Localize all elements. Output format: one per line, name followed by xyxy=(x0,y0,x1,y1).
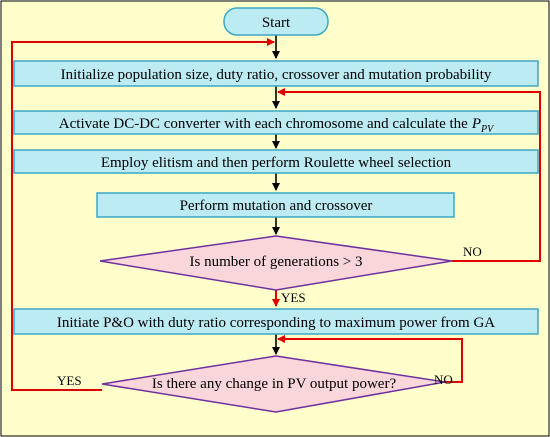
mutation-node: Perform mutation and crossover xyxy=(96,192,455,218)
generations-decision-node: Is number of generations > 3 xyxy=(99,235,453,291)
start-label: Start xyxy=(262,15,291,31)
start-node: Start xyxy=(223,7,329,36)
change-decision-node: Is there any change in PV output power? xyxy=(101,355,446,413)
activate-text: Activate DC-DC converter with each chrom… xyxy=(59,116,468,132)
change-no-label: NO xyxy=(434,372,453,387)
elitism-label: Employ elitism and then perform Roulette… xyxy=(101,155,452,171)
elitism-node: Employ elitism and then perform Roulette… xyxy=(13,149,539,174)
mutation-label: Perform mutation and crossover xyxy=(180,198,373,214)
activate-node: Activate DC-DC converter with each chrom… xyxy=(13,110,539,135)
arrow-change-yes-loop xyxy=(11,38,275,391)
generations-yes-label: YES xyxy=(281,290,306,305)
initialize-label: Initialize population size, duty ratio, … xyxy=(61,67,492,83)
activate-label: Activate DC-DC converter with each chrom… xyxy=(59,116,495,135)
po-label: Initiate P&O with duty ratio correspondi… xyxy=(57,315,495,331)
generations-decision-label: Is number of generations > 3 xyxy=(190,254,363,270)
loop-arrows xyxy=(11,38,541,391)
po-node: Initiate P&O with duty ratio correspondi… xyxy=(13,308,539,335)
change-yes-label: YES xyxy=(57,373,82,388)
activate-symbol: P xyxy=(471,116,481,132)
activate-subscript: PV xyxy=(480,124,495,135)
arrow-change-no-loop xyxy=(277,335,463,383)
arrow-generations-no-loop xyxy=(277,88,541,262)
generations-no-label: NO xyxy=(463,244,482,259)
change-decision-label: Is there any change in PV output power? xyxy=(152,376,397,392)
initialize-node: Initialize population size, duty ratio, … xyxy=(13,60,539,87)
